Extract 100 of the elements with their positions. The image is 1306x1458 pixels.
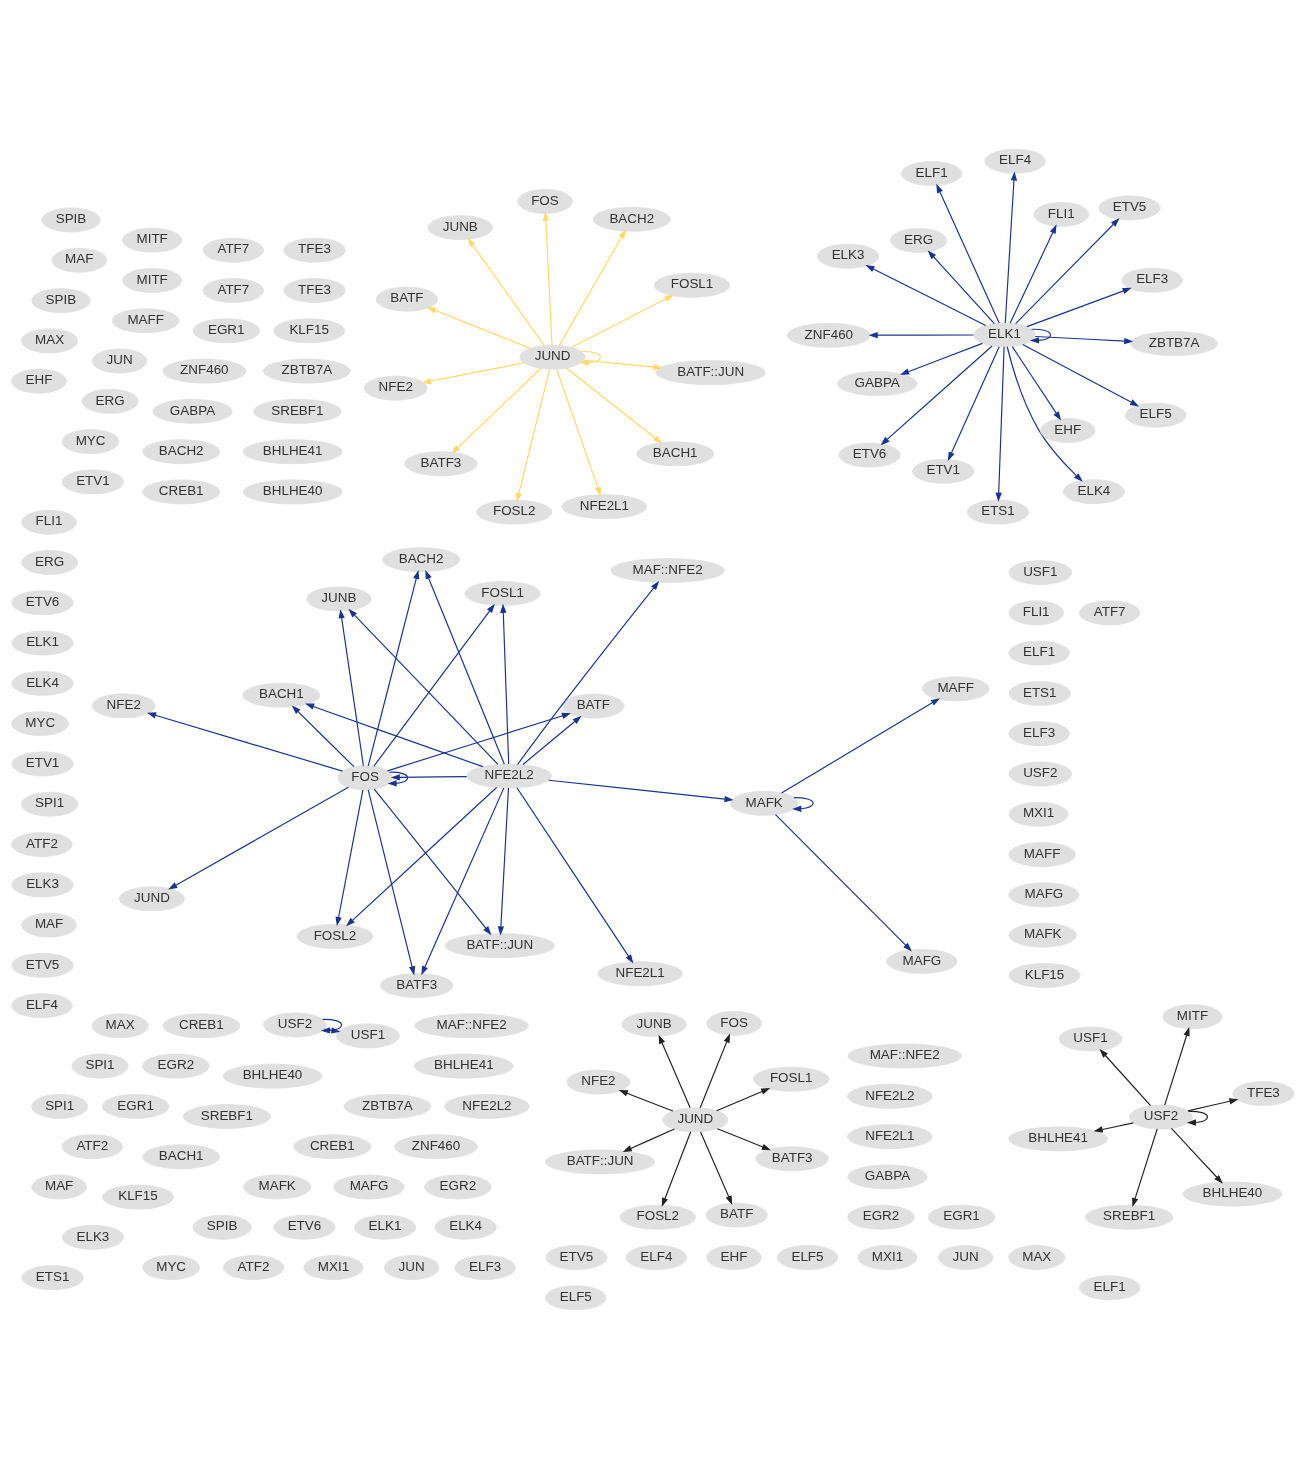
node-ellipse: MAX — [21, 327, 79, 353]
arrow — [716, 1127, 771, 1150]
node-ellipse: MXI1 — [303, 1254, 364, 1280]
node-ellipse: ETV6 — [838, 442, 901, 468]
node-ellipse: SPI1 — [71, 1053, 129, 1078]
arrow — [880, 344, 993, 445]
node-ellipse: SREBF1 — [182, 1103, 272, 1129]
node-ellipse: FOS — [706, 1010, 762, 1036]
node-ellipse: FOS — [517, 188, 573, 214]
node-ellipse: JUNB — [427, 214, 493, 240]
node-ellipse: ELK1 — [353, 1214, 417, 1240]
node-ellipse: FLI1 — [21, 509, 77, 535]
arrow — [571, 294, 674, 348]
arrow — [1093, 1121, 1134, 1133]
node-ellipse: ETV1 — [61, 468, 124, 494]
arrow — [865, 264, 987, 326]
node-ellipse: ZBTB7A — [1130, 330, 1218, 356]
node-ellipse: ETV5 — [11, 952, 74, 978]
node-ellipse: ELK3 — [61, 1224, 124, 1250]
node-ellipse: BHLHE40 — [242, 479, 343, 504]
node-ellipse: FOSL2 — [619, 1204, 696, 1230]
node-ellipse: BATF3 — [380, 972, 454, 998]
node-ellipse: EHF — [706, 1244, 762, 1270]
node-ellipse: ATF2 — [11, 831, 73, 857]
arrow — [1029, 328, 1052, 344]
node-ellipse: BACH2 — [142, 438, 221, 464]
node-ellipse: BATF3 — [404, 450, 478, 476]
arrow — [335, 788, 364, 926]
arrow — [1187, 1097, 1239, 1111]
node-ellipse: MAX — [91, 1012, 149, 1038]
node-ellipse: MYC — [61, 428, 120, 454]
node-ellipse: ZNF460 — [162, 358, 247, 383]
arrow — [390, 773, 468, 781]
node-ellipse: BACH1 — [636, 440, 715, 466]
node-ellipse: ATF2 — [61, 1133, 124, 1159]
node-ellipse: ETV5 — [1098, 194, 1161, 220]
arrow — [422, 361, 525, 384]
node-ellipse: ATF2 — [222, 1254, 285, 1280]
node-ellipse: KLF15 — [1008, 962, 1081, 988]
node-ellipse: MAFK — [730, 790, 799, 816]
node-ellipse: BATF — [705, 1202, 768, 1228]
node-ellipse: BATF::JUN — [444, 932, 555, 958]
arrow — [774, 813, 912, 951]
node-ellipse: EHF — [1040, 417, 1096, 443]
arrow — [1186, 1110, 1209, 1126]
node-ellipse: NFE2L1 — [597, 960, 683, 986]
arrow — [556, 368, 601, 496]
node-ellipse: MAFK — [243, 1174, 312, 1199]
arrow — [373, 603, 495, 767]
arrow — [868, 331, 975, 338]
node-ellipse: MITF — [1162, 1003, 1223, 1029]
node-ellipse: BHLHE40 — [222, 1063, 323, 1089]
node-ellipse: MYC — [142, 1254, 200, 1280]
arrow — [1015, 217, 1120, 324]
node-ellipse: JUNB — [306, 586, 372, 611]
node-ellipse: ZBTB7A — [343, 1093, 432, 1119]
arrow — [579, 350, 601, 366]
arrow — [323, 1026, 341, 1034]
arrow — [386, 712, 571, 771]
node-ellipse: SPIB — [31, 287, 91, 313]
node-ellipse: NFE2L2 — [444, 1093, 530, 1119]
arrow — [425, 569, 505, 765]
arrow — [1026, 287, 1132, 327]
arrow — [338, 608, 364, 766]
arrow — [168, 786, 350, 890]
node-ellipse: EGR1 — [192, 317, 260, 343]
node-ellipse: BHLHE40 — [1182, 1181, 1283, 1206]
arrow — [618, 1089, 674, 1112]
arrow — [995, 345, 1005, 502]
arrow — [565, 366, 663, 444]
node-ellipse: CREB1 — [162, 1012, 241, 1038]
node-ellipse: ERG — [890, 227, 948, 253]
arrow — [516, 786, 634, 963]
node-ellipse: MAF::NFE2 — [610, 557, 725, 583]
arrow — [936, 183, 1000, 324]
node-ellipse: ATF7 — [202, 237, 265, 263]
node-ellipse: JUN — [937, 1244, 994, 1270]
arrow — [1099, 1048, 1152, 1106]
node-ellipse: ELF5 — [1124, 402, 1187, 428]
node-ellipse: SREBF1 — [1085, 1204, 1174, 1230]
node-ellipse: TFE3 — [283, 277, 346, 303]
node-ellipse: EGR2 — [847, 1204, 915, 1230]
node-ellipse: CREB1 — [142, 479, 221, 504]
node-ellipse: ZNF460 — [394, 1133, 478, 1159]
arrow — [1009, 223, 1057, 324]
arrow — [291, 704, 355, 767]
node-ellipse: KLF15 — [102, 1184, 174, 1209]
node-ellipse: MAFG — [333, 1174, 405, 1199]
node-ellipse: MAFF — [921, 675, 990, 701]
arrow — [947, 345, 1000, 461]
node-ellipse: ELK3 — [11, 871, 74, 897]
node-ellipse: MAF — [31, 1174, 87, 1199]
node-ellipse: NFE2 — [363, 375, 428, 401]
node-ellipse: USF2 — [263, 1012, 327, 1037]
node-ellipse: MAF — [21, 912, 77, 937]
node-ellipse: ELK4 — [434, 1214, 497, 1240]
node-ellipse: EGR2 — [424, 1174, 492, 1199]
node-ellipse: ELK4 — [1062, 478, 1125, 504]
arrow — [716, 1087, 771, 1111]
node-ellipse: ELF5 — [545, 1284, 607, 1310]
